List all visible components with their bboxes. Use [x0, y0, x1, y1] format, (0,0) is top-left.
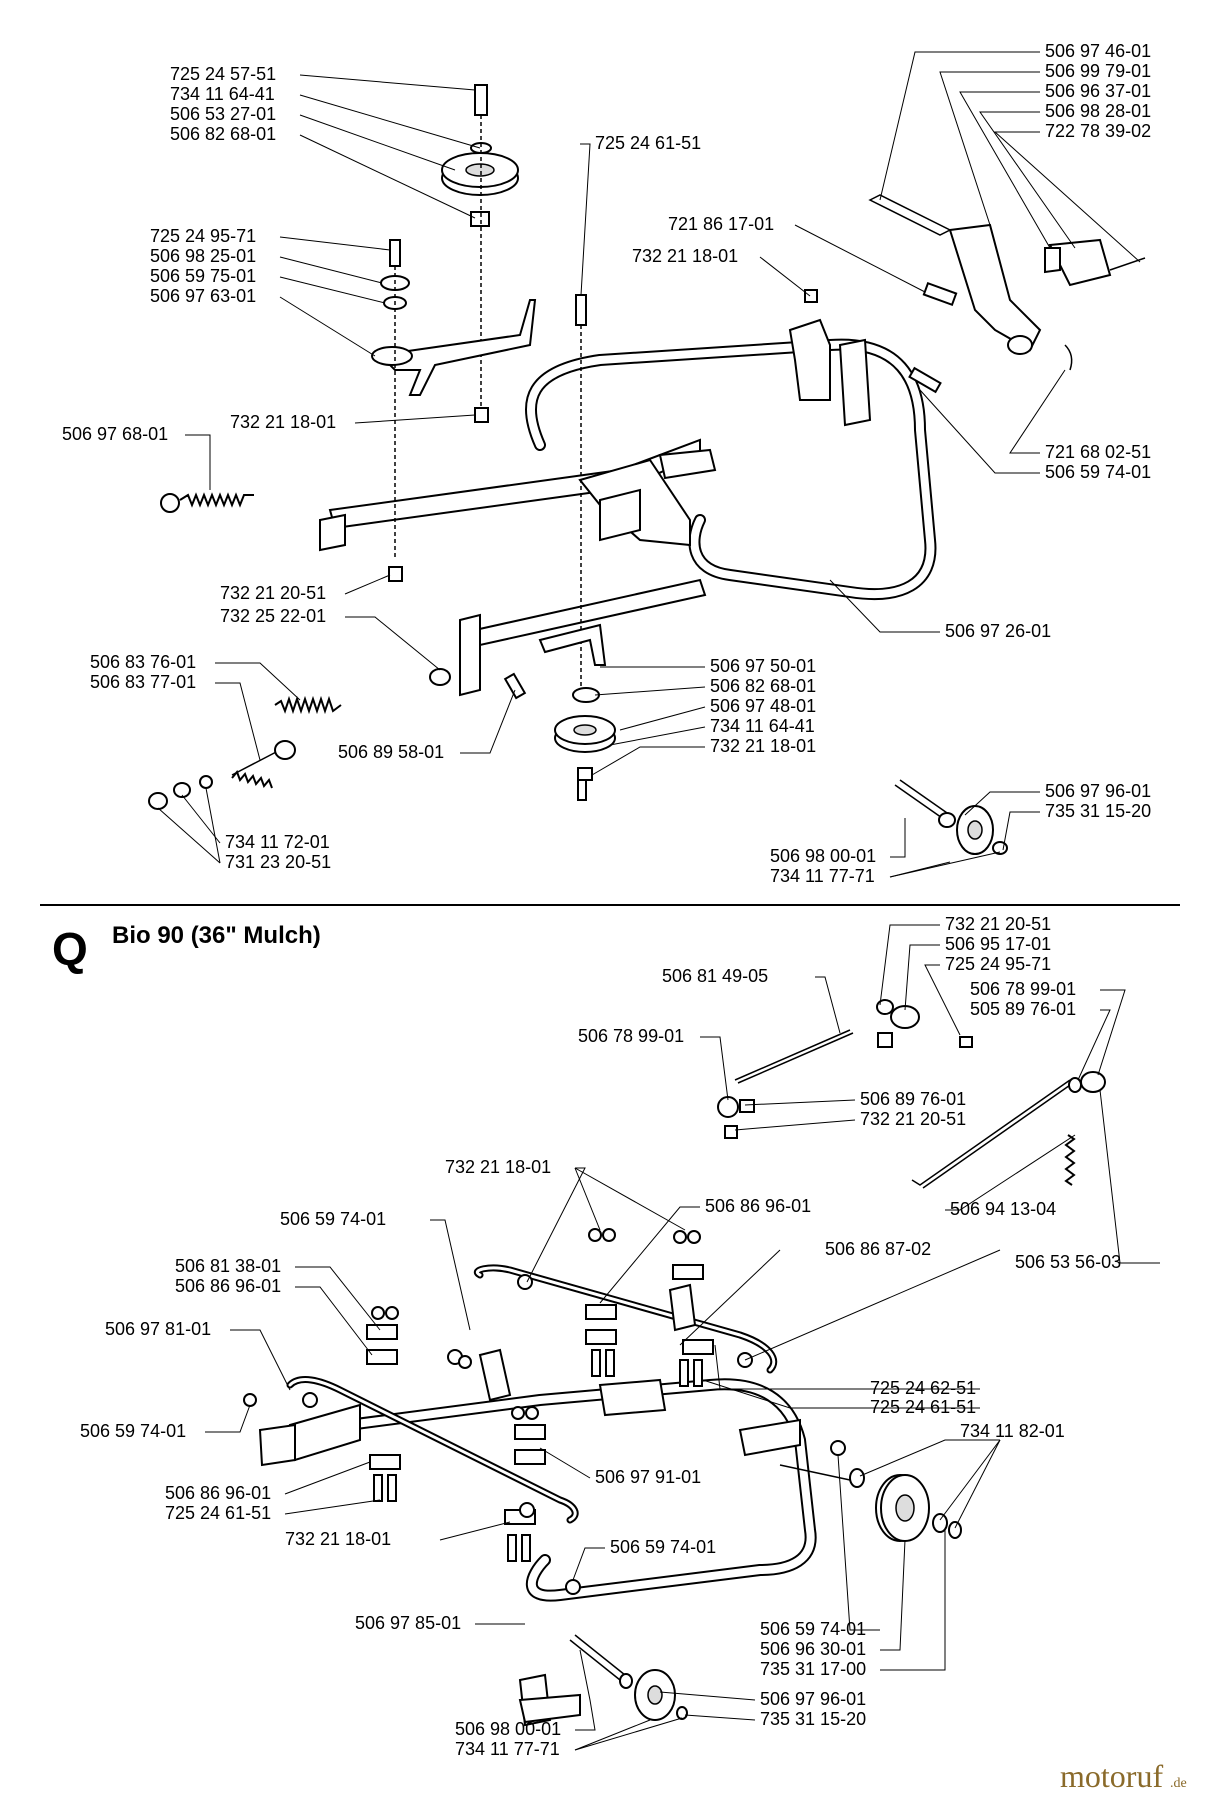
part-label: 732 21 18-01	[285, 1529, 391, 1549]
section-heading: Q Bio 90 (36" Mulch)	[52, 922, 321, 975]
part-label: 506 89 58-01	[338, 742, 444, 762]
part-label: 506 53 27-01	[170, 104, 276, 124]
part-label: 506 97 68-01	[62, 424, 168, 444]
part-label: 506 97 81-01	[105, 1319, 211, 1339]
part-label: 506 81 49-05	[662, 966, 768, 986]
part-label: 721 68 02-51	[1045, 442, 1151, 462]
part-labels-top: 725 24 57-51 734 11 64-41 506 53 27-01 5…	[62, 41, 1151, 886]
part-label: 732 21 20-51	[220, 583, 326, 603]
part-label: 506 59 74-01	[1045, 462, 1151, 482]
part-label: 732 21 20-51	[945, 914, 1051, 934]
part-label: 506 97 48-01	[710, 696, 816, 716]
part-label: 506 97 50-01	[710, 656, 816, 676]
part-label: 734 11 82-01	[960, 1421, 1065, 1441]
part-label: 506 59 74-01	[80, 1421, 186, 1441]
part-label: 735 31 17-00	[760, 1659, 866, 1679]
bottom-assembly-drawing	[243, 999, 1106, 1727]
part-label: 506 86 87-02	[825, 1239, 931, 1259]
part-label: 506 82 68-01	[710, 676, 816, 696]
part-label: 732 25 22-01	[220, 606, 326, 626]
part-label: 506 97 46-01	[1045, 41, 1151, 61]
part-label: 506 98 00-01	[455, 1719, 561, 1739]
part-label: 725 24 61-51	[870, 1397, 976, 1417]
part-label: 722 78 39-02	[1045, 121, 1151, 141]
brand-logo: motoruf .de	[1060, 1758, 1187, 1794]
part-label: 506 59 74-01	[610, 1537, 716, 1557]
part-label: 731 23 20-51	[225, 852, 331, 872]
part-label: 506 97 63-01	[150, 286, 256, 306]
part-label: 506 98 00-01	[770, 846, 876, 866]
brand-logo-text: motoruf	[1060, 1758, 1163, 1794]
part-label: 734 11 64-41	[170, 84, 275, 104]
top-assembly-drawing	[148, 84, 1146, 855]
part-label: 506 97 96-01	[760, 1689, 866, 1709]
part-label: 506 78 99-01	[578, 1026, 684, 1046]
part-label: 734 11 64-41	[710, 716, 815, 736]
part-label: 725 24 61-51	[165, 1503, 271, 1523]
part-label: 734 11 72-01	[225, 832, 330, 852]
part-label: 735 31 15-20	[760, 1709, 866, 1729]
part-label: 506 53 56-03	[1015, 1252, 1121, 1272]
leader-lines	[157, 51, 1160, 1751]
part-label: 506 59 75-01	[150, 266, 256, 286]
part-label: 725 24 95-71	[150, 226, 256, 246]
part-label: 506 96 30-01	[760, 1639, 866, 1659]
part-label: 506 95 17-01	[945, 934, 1051, 954]
part-label: 506 89 76-01	[860, 1089, 966, 1109]
part-label: 506 98 25-01	[150, 246, 256, 266]
part-label: 506 99 79-01	[1045, 61, 1151, 81]
part-label: 734 11 77-71	[770, 866, 875, 886]
part-label: 505 89 76-01	[970, 999, 1076, 1019]
part-label: 506 86 96-01	[705, 1196, 811, 1216]
part-label: 506 83 77-01	[90, 672, 196, 692]
part-label: 506 82 68-01	[170, 124, 276, 144]
part-label: 506 83 76-01	[90, 652, 196, 672]
part-label: 506 97 96-01	[1045, 781, 1151, 801]
part-label: 506 86 96-01	[165, 1483, 271, 1503]
part-label: 506 96 37-01	[1045, 81, 1151, 101]
part-label: 725 24 61-51	[595, 133, 701, 153]
part-label: 506 59 74-01	[280, 1209, 386, 1229]
section-letter: Q	[52, 923, 88, 975]
part-label: 732 21 18-01	[632, 246, 738, 266]
part-label: 725 24 95-71	[945, 954, 1051, 974]
part-label: 732 21 18-01	[230, 412, 336, 432]
part-label: 735 31 15-20	[1045, 801, 1151, 821]
part-label: 506 98 28-01	[1045, 101, 1151, 121]
part-labels-bottom: 732 21 20-51 506 95 17-01 725 24 95-71 5…	[80, 914, 1121, 1759]
part-label: 732 21 18-01	[710, 736, 816, 756]
part-label: 506 86 96-01	[175, 1276, 281, 1296]
part-label: 732 21 20-51	[860, 1109, 966, 1129]
part-label: 506 81 38-01	[175, 1256, 281, 1276]
part-label: 732 21 18-01	[445, 1157, 551, 1177]
part-label: 506 59 74-01	[760, 1619, 866, 1639]
part-label: 506 97 85-01	[355, 1613, 461, 1633]
part-label: 506 94 13-04	[950, 1199, 1056, 1219]
brand-logo-tld: .de	[1170, 1776, 1187, 1791]
part-label: 506 78 99-01	[970, 979, 1076, 999]
part-label: 506 97 26-01	[945, 621, 1051, 641]
part-label: 725 24 57-51	[170, 64, 276, 84]
part-label: 721 86 17-01	[668, 214, 774, 234]
section-title: Bio 90 (36" Mulch)	[112, 922, 321, 949]
part-label: 725 24 62-51	[870, 1378, 976, 1398]
part-label: 506 97 91-01	[595, 1467, 701, 1487]
part-label: 734 11 77-71	[455, 1739, 560, 1759]
